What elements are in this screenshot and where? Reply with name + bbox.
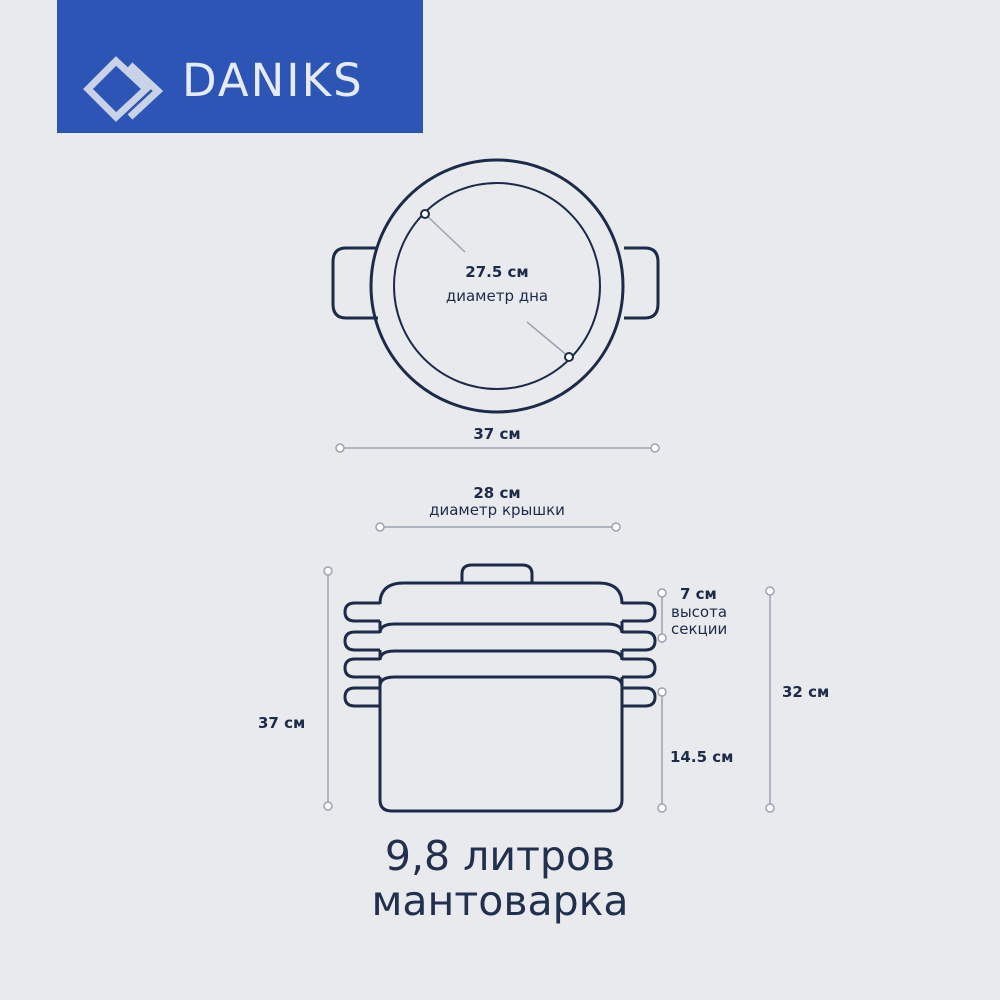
product-type-caption: мантоварка [371,877,629,925]
section-height-value: 7 см [680,585,717,603]
pot-base [378,686,624,813]
lid-diameter-value: 28 см [473,484,521,502]
section-2-right-rim [622,657,657,679]
top-view-left-handle [331,246,378,320]
section-height-label-line1: высота [671,603,728,621]
bottom-diameter-guide-bottom [526,321,570,358]
lid-knob [460,563,534,582]
brand-name: DANIKS [182,54,364,107]
base-height-value: 14.5 см [670,748,734,766]
top-view-rim [369,158,625,414]
base-left-handle [343,686,380,708]
side-view-pot [343,563,657,813]
bottom-diameter-value: 27.5 см [465,263,529,281]
bottom-diameter-guide-top [424,213,466,253]
total-height-value: 37 см [258,714,306,732]
section-1-left-rim [343,630,380,652]
body-height-value: 32 см [782,683,830,701]
top-view-bottom [393,182,601,390]
section-2-left-rim [343,657,380,679]
overall-width-value: 37 см [473,425,521,443]
base-right-handle [622,686,657,708]
lid-diameter-label: диаметр крышки [429,501,565,519]
top-view-right-handle [624,246,660,320]
bottom-diameter-label: диаметр дна [445,287,549,305]
daniks-logo-icon [83,56,164,122]
section-height-label-line2: секции [671,620,728,638]
capacity-caption: 9,8 литров [384,832,616,880]
lid-left-rim [343,601,380,623]
lid [378,581,624,605]
lid-right-rim [622,601,657,623]
section-1-right-rim [622,630,657,652]
top-view-pot [331,158,660,414]
